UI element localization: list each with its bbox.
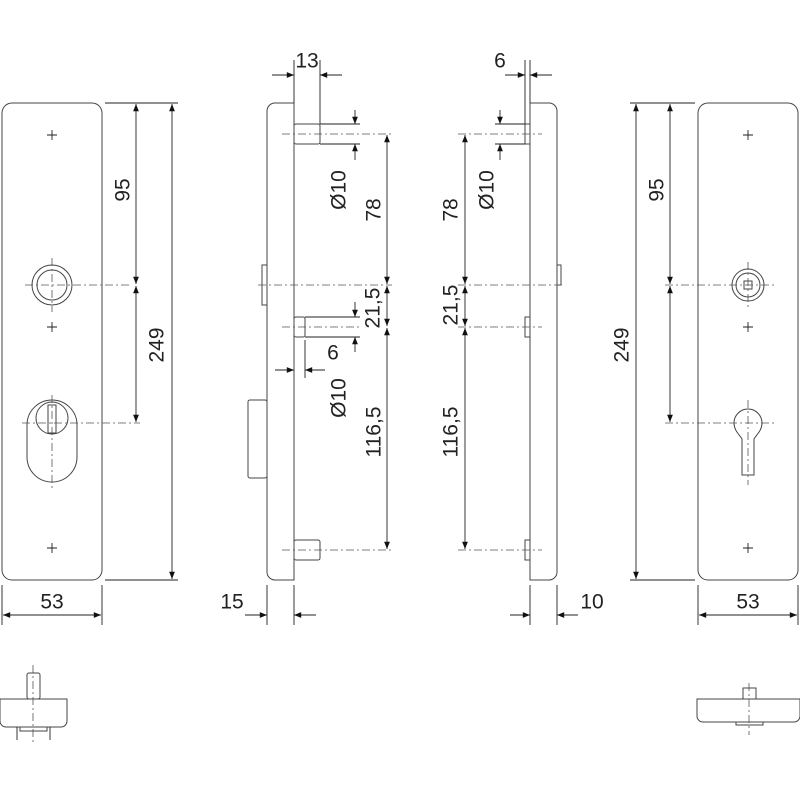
dim-side-left-13: 13 bbox=[295, 50, 318, 73]
dim-side-right-116-5: 116,5 bbox=[440, 407, 463, 458]
dim-side-left-15: 15 bbox=[220, 591, 243, 614]
dim-side-left-6: 6 bbox=[327, 342, 339, 365]
dim-side-right-dia-top: Ø10 bbox=[476, 170, 499, 210]
dim-front-left-width: 53 bbox=[40, 591, 63, 614]
front-plate-outside bbox=[1, 102, 178, 625]
side-view-left bbox=[245, 60, 392, 625]
dim-side-left-dia-mid: Ø10 bbox=[328, 378, 351, 418]
dim-front-right-249: 249 bbox=[611, 327, 634, 362]
bottom-view-right bbox=[696, 683, 800, 735]
dim-side-right-21-5: 21,5 bbox=[440, 285, 463, 326]
dim-front-right-width: 53 bbox=[736, 591, 759, 614]
dim-side-right-10: 10 bbox=[580, 591, 603, 614]
dim-side-right-78: 78 bbox=[440, 198, 463, 221]
dim-front-left-249: 249 bbox=[146, 327, 169, 362]
dim-side-left-21-5: 21,5 bbox=[362, 288, 385, 329]
dim-front-right-95: 95 bbox=[646, 178, 669, 201]
dim-side-left-116-5: 116,5 bbox=[363, 407, 386, 458]
bottom-view-left bbox=[0, 665, 68, 742]
dim-front-left-95: 95 bbox=[112, 178, 135, 201]
side-view-right bbox=[458, 60, 578, 625]
front-plate-inside bbox=[630, 102, 799, 625]
dim-side-right-6: 6 bbox=[494, 50, 506, 73]
dim-side-left-dia-top: Ø10 bbox=[328, 170, 351, 210]
dim-side-left-78: 78 bbox=[363, 198, 386, 221]
